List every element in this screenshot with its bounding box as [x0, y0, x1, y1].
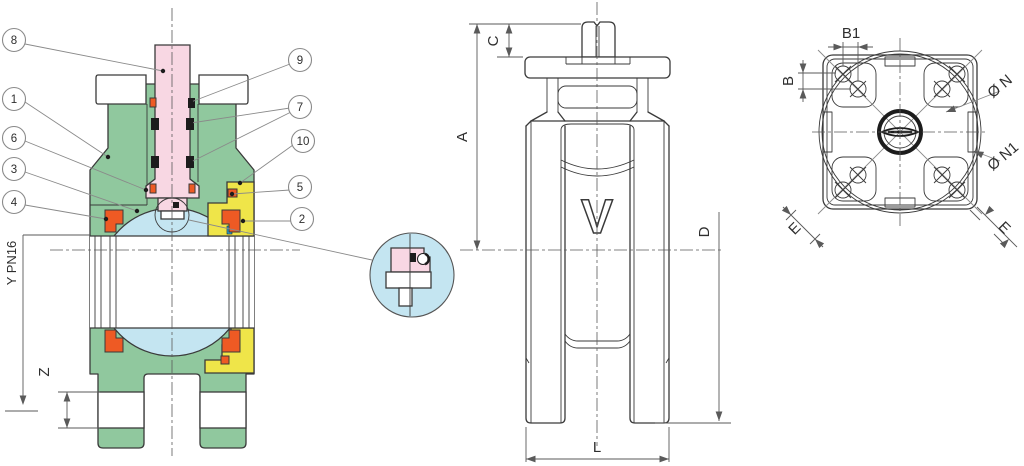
callout-8: 8: [1, 27, 27, 53]
svg-text:10: 10: [297, 136, 310, 148]
svg-text:5: 5: [297, 182, 303, 194]
seat-downstream: [221, 209, 241, 233]
svg-text:4: 4: [11, 197, 18, 209]
callout-2: 2: [289, 206, 315, 232]
dim-label-b1: B1: [842, 25, 860, 42]
callout-6: 6: [1, 125, 27, 151]
stem: [145, 44, 200, 199]
callout-3: 3: [1, 156, 27, 182]
dim-label-c: C: [485, 35, 502, 46]
svg-text:3: 3: [11, 164, 17, 176]
svg-text:2: 2: [299, 214, 305, 226]
mounting-flange-left: [95, 74, 147, 105]
callout-1: 1: [1, 86, 27, 112]
seat-upstream: [104, 209, 124, 233]
svg-text:7: 7: [297, 102, 303, 114]
dim-label-z: Z: [36, 367, 53, 376]
stem-flats: [581, 21, 616, 58]
callout-5: 5: [287, 174, 313, 200]
svg-text:6: 6: [11, 133, 17, 145]
callout-4: 4: [1, 189, 27, 215]
callout-7: 7: [287, 94, 313, 120]
dim-label-n1: Ø N1: [984, 139, 1022, 175]
dim-label-y-pn16: Y PN16: [4, 241, 19, 286]
plan-view: B1 B Ø N Ø N1 E E: [780, 25, 1022, 249]
elevation-view: V A C D L: [454, 2, 731, 463]
detail-bubble: [188, 219, 455, 318]
svg-text:8: 8: [11, 35, 17, 47]
callout-leaders: [24, 43, 294, 224]
callout-9: 9: [287, 47, 313, 73]
dim-label-a: A: [454, 132, 471, 142]
dim-label-d: D: [696, 226, 713, 237]
dim-label-n: Ø N: [984, 71, 1015, 101]
svg-text:9: 9: [297, 55, 303, 67]
dim-label-l: L: [593, 439, 601, 456]
svg-text:1: 1: [11, 94, 17, 106]
dim-label-b: B: [780, 76, 797, 86]
callout-10: 10: [290, 128, 316, 154]
section-view: Y PN16 Z 8 1 6 3 4 9 7 10 5 2: [1, 8, 455, 456]
dim-label-e-right: E: [995, 218, 1014, 237]
dim-label-e-left: E: [785, 219, 804, 238]
